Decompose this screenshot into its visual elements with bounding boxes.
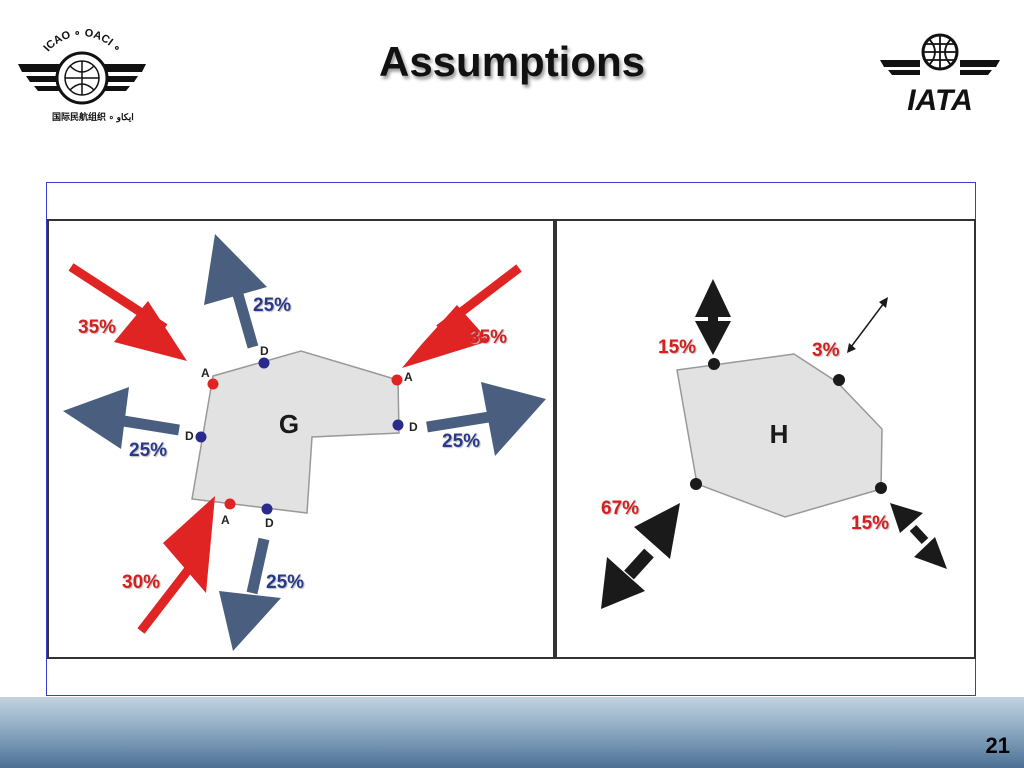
arrival-point — [224, 498, 236, 510]
icao-logo: ICAO ∘ OACI ∘ ИКАО 国际民航组织 ∘ ايكاو — [14, 20, 146, 123]
iata-logo: IATA — [880, 33, 1000, 116]
point-label-d: D — [185, 429, 194, 443]
departure-percent: 25% — [129, 440, 167, 461]
departure-percent: 25% — [253, 295, 291, 316]
flow-percent: 15% — [658, 337, 696, 358]
stand-point — [690, 478, 702, 490]
arrival-percent: 30% — [122, 572, 160, 593]
point-label-a: A — [221, 513, 230, 527]
flow-arrow-top-right — [847, 297, 888, 353]
svg-text:国际民航组织 ∘ ايكاو: 国际民航组织 ∘ ايكاو — [52, 111, 134, 123]
page-title: Assumptions — [378, 38, 646, 85]
departure-arrow-right — [426, 382, 546, 456]
flow-percent: 3% — [812, 340, 840, 361]
flow-arrow-top — [695, 279, 731, 355]
departure-arrow-top — [204, 234, 267, 349]
area-label-g: G — [279, 409, 299, 439]
departure-arrow-bottom — [219, 537, 281, 651]
departure-percent: 25% — [266, 572, 304, 593]
flow-percent: 67% — [601, 498, 639, 519]
arrival-point — [207, 378, 219, 390]
departure-point — [392, 419, 404, 431]
departure-point — [261, 503, 273, 515]
area-label-h: H — [770, 419, 789, 449]
point-label-d: D — [260, 344, 269, 358]
point-label-a: A — [201, 366, 210, 380]
departure-arrow-left — [63, 387, 180, 449]
stand-point — [875, 482, 887, 494]
departure-point — [195, 431, 207, 443]
arrival-point — [391, 374, 403, 386]
point-label-d: D — [409, 420, 418, 434]
flow-arrow-bottom-right — [890, 503, 947, 569]
departure-percent: 25% — [442, 431, 480, 452]
flow-arrow-bottom-left — [601, 503, 680, 609]
arrival-percent: 35% — [78, 317, 116, 338]
icao-lettering: ICAO ∘ OACI ∘ ИКАО — [14, 20, 126, 57]
footer-band — [0, 697, 1024, 768]
arrival-arrow-bottom — [137, 496, 215, 634]
diagram-g: G A A A D D D D 35% — [63, 234, 546, 651]
diagram-h: H 15% 3% 67% 15% — [601, 279, 947, 609]
icao-wings — [18, 64, 146, 91]
point-label-a: A — [404, 370, 413, 384]
page-number: 21 — [985, 733, 1010, 758]
iata-wordmark: IATA — [907, 84, 973, 116]
departure-point — [258, 357, 270, 369]
arrival-arrow-top-left — [68, 263, 187, 361]
point-label-d: D — [265, 516, 274, 530]
arrival-percent: 35% — [469, 327, 507, 348]
stand-point — [708, 358, 720, 370]
flow-percent: 15% — [851, 513, 889, 534]
stand-point — [833, 374, 845, 386]
arrival-arrow-top-right — [402, 264, 522, 368]
stand-area-h — [676, 353, 883, 518]
